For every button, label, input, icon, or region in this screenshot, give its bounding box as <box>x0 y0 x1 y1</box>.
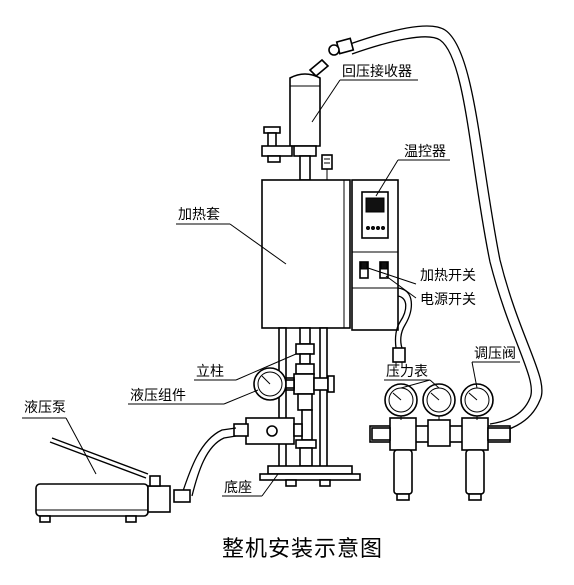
reactor-tube <box>295 327 315 375</box>
label-back-pressure-receiver: 回压接收器 <box>342 63 412 80</box>
power-cord <box>392 287 412 368</box>
thermocouple-head <box>321 154 333 180</box>
control-box <box>351 179 399 331</box>
hose-fitting-top <box>328 37 355 56</box>
base <box>259 465 361 487</box>
label-heating-jacket: 加热套 <box>178 207 220 223</box>
label-base: 底座 <box>224 480 252 496</box>
vent-valve <box>261 126 293 163</box>
gauge-manifold <box>369 417 511 501</box>
label-hydraulic-assembly: 液压组件 <box>130 388 186 404</box>
label-power-switch: 电源开关 <box>420 292 476 308</box>
leader-lines <box>22 79 520 497</box>
heating-jacket-body <box>261 179 351 329</box>
pressure-gauge-3 <box>460 383 494 420</box>
label-hydraulic-pump: 液压泵 <box>24 400 66 416</box>
hydraulic-pump <box>35 437 171 523</box>
pressure-gauge-1 <box>384 383 418 420</box>
label-regulating-valve: 调压阀 <box>474 346 516 362</box>
high-pressure-hose <box>349 25 543 434</box>
diagram-caption: 整机安装示意图 <box>222 537 383 562</box>
label-pressure-gauge: 压力表 <box>386 364 428 380</box>
switches <box>359 261 389 279</box>
back-pressure-receiver <box>289 58 330 181</box>
label-heating-switch: 加热开关 <box>420 268 476 284</box>
temperature-controller-panel <box>361 191 389 239</box>
pressure-gauge-2 <box>422 383 456 420</box>
hydraulic-pressure-gauge <box>253 367 295 401</box>
hydraulic-cylinder-block <box>233 417 303 445</box>
hydraulic-hose <box>173 427 237 503</box>
label-column: 立柱 <box>196 364 224 380</box>
label-temperature-controller: 温控器 <box>404 144 446 160</box>
